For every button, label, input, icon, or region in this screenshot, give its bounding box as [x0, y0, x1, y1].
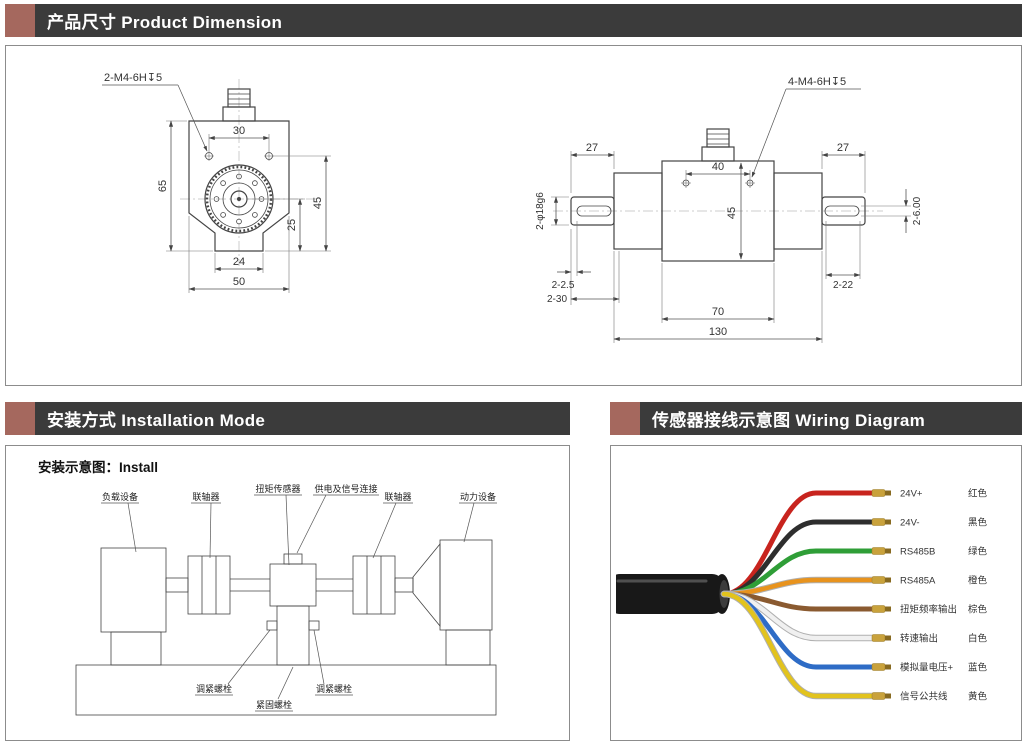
wire-pin-tip: [885, 577, 891, 582]
section-header-installation: 安装方式 Installation Mode: [5, 402, 570, 435]
wire-pin: [871, 604, 886, 613]
second-header-row: 安装方式 Installation Mode 传感器接线示意图 Wiring D…: [5, 402, 1022, 435]
wire-color-label: 棕色: [968, 603, 988, 615]
section-title-installation: 安装方式 Installation Mode: [47, 411, 266, 430]
wires: [720, 488, 891, 700]
dim-step: 2-2.5: [551, 280, 574, 291]
install-label-power-signal: 供电及信号连接: [314, 483, 377, 494]
section-header-wiring: 传感器接线示意图 Wiring Diagram: [610, 402, 1022, 435]
side-view-drawing: 27 27 40 4-M4-6H↧5 2-φ18g6: [535, 76, 923, 343]
wire-pin: [871, 691, 886, 700]
wire-signal-label: 模拟量电压+: [900, 661, 954, 673]
install-label-coupling-1: 联轴器: [192, 491, 219, 502]
wire-signal-label: 转速输出: [900, 632, 938, 644]
side-m4-holes: [680, 177, 755, 188]
dim-shaft-dia: 2-φ18g6: [535, 191, 546, 229]
wire-color-label: 黑色: [968, 516, 988, 528]
section-header-dimension: 产品尺寸 Product Dimension: [5, 4, 1022, 37]
dim-25: 25: [286, 218, 298, 230]
installation-diagram: 负载设备 联轴器 扭矩传感器 供电及信号连接 联轴器 动力设备: [75, 483, 497, 716]
header-bar: 产品尺寸 Product Dimension: [35, 4, 1022, 37]
cable: [616, 573, 730, 614]
dim-45-side: 45: [726, 206, 738, 218]
wire-color-label: 黄色: [968, 690, 988, 702]
wire-color-label: 绿色: [968, 545, 988, 557]
section-title-dimension: 产品尺寸 Product Dimension: [47, 13, 283, 32]
wire-signal-label: RS485A: [900, 575, 936, 586]
front-dimensions: 30 65 45 25 24: [102, 72, 332, 293]
bottom-panels-row: 安装示意图：Install: [5, 445, 1022, 741]
wire-pin: [871, 546, 886, 555]
dim-27-right: 27: [837, 142, 849, 154]
wire-color-label: 橙色: [968, 574, 988, 586]
installation-panel: 安装示意图：Install: [5, 445, 570, 741]
wire-pin: [871, 575, 886, 584]
dim-key-length: 2-22: [833, 280, 853, 291]
wire-signal-label: 信号公共线: [900, 690, 948, 702]
wire-pin-tip: [885, 693, 891, 698]
wire-signal-label: 24V+: [900, 488, 923, 499]
front-view-drawing: 30 65 45 25 24: [102, 72, 332, 293]
header-accent-chip: [5, 4, 35, 37]
front-m4-holes: [204, 150, 275, 161]
side-body-outline: [570, 127, 866, 262]
dim-40: 40: [712, 161, 724, 173]
wire-labels: 24V+ 红色 24V- 黑色 RS485B 绿色 RS485A 橙色扭矩频率输出棕色转速输出…: [900, 487, 988, 702]
install-subtitle: 安装示意图：Install: [38, 460, 159, 475]
install-label-adjust-bolt-left: 调紧螺栓: [196, 683, 232, 694]
dim-130: 130: [708, 326, 726, 338]
wire-pin-tip: [885, 664, 891, 669]
side-thread-callout: 4-M4-6H↧5: [788, 76, 846, 88]
wire-color-label: 红色: [968, 487, 988, 499]
install-machine: [100, 539, 493, 666]
front-thread-callout: 2-M4-6H↧5: [104, 72, 162, 84]
install-label-fasten-bolt: 紧固螺栓: [256, 699, 292, 710]
wire-pin: [871, 488, 886, 497]
wire-signal-label: RS485B: [900, 546, 935, 557]
wire-path: [721, 591, 875, 698]
dimension-drawing-panel: 30 65 45 25 24: [5, 45, 1022, 386]
install-label-coupling-2: 联轴器: [384, 491, 411, 502]
section-title-wiring: 传感器接线示意图 Wiring Diagram: [652, 411, 926, 430]
wiring-diagram: 24V+ 红色 24V- 黑色 RS485B 绿色 RS485A 橙色扭矩频率输出棕色转速输出…: [616, 487, 988, 702]
dim-30x2: 2-30: [547, 294, 567, 305]
header-accent-chip: [610, 402, 640, 435]
install-label-load-device: 负载设备: [102, 491, 138, 502]
header-accent-chip: [5, 402, 35, 435]
wire-pin: [871, 517, 886, 526]
wire-color-label: 蓝色: [968, 661, 988, 673]
install-label-drive-device: 动力设备: [460, 491, 496, 502]
wire-pin-tip: [885, 548, 891, 553]
wiring-panel: 24V+ 红色 24V- 黑色 RS485B 绿色 RS485A 橙色扭矩频率输出棕色转速输出…: [610, 445, 1022, 741]
front-body-outline: [188, 87, 290, 252]
wire-pin: [871, 633, 886, 642]
dim-50: 50: [233, 276, 245, 288]
side-dimensions: 27 27 40 4-M4-6H↧5 2-φ18g6: [535, 76, 923, 343]
wire-pin-tip: [885, 519, 891, 524]
wire-path: [721, 548, 875, 596]
wire-signal-label: 24V-: [900, 517, 920, 528]
wire-pin-tip: [885, 635, 891, 640]
wire-pin-tip: [885, 606, 891, 611]
dim-27-left: 27: [586, 142, 598, 154]
dim-45: 45: [312, 196, 324, 208]
dim-70: 70: [712, 306, 724, 318]
dim-24: 24: [233, 256, 245, 268]
header-bar: 安装方式 Installation Mode: [35, 402, 570, 435]
install-labels: 负载设备 联轴器 扭矩传感器 供电及信号连接 联轴器 动力设备: [101, 483, 497, 712]
install-label-torque-sensor: 扭矩传感器: [255, 483, 300, 494]
install-label-adjust-bolt-right: 调紧螺栓: [316, 683, 352, 694]
wire-pin: [871, 662, 886, 671]
dim-key-width: 2-6.00: [912, 196, 923, 225]
header-bar: 传感器接线示意图 Wiring Diagram: [640, 402, 1022, 435]
dim-30: 30: [233, 125, 245, 137]
dim-65: 65: [157, 179, 169, 191]
wire-signal-label: 扭矩频率输出: [900, 603, 957, 615]
wire-color-label: 白色: [968, 632, 988, 644]
wire-pin-tip: [885, 490, 891, 495]
